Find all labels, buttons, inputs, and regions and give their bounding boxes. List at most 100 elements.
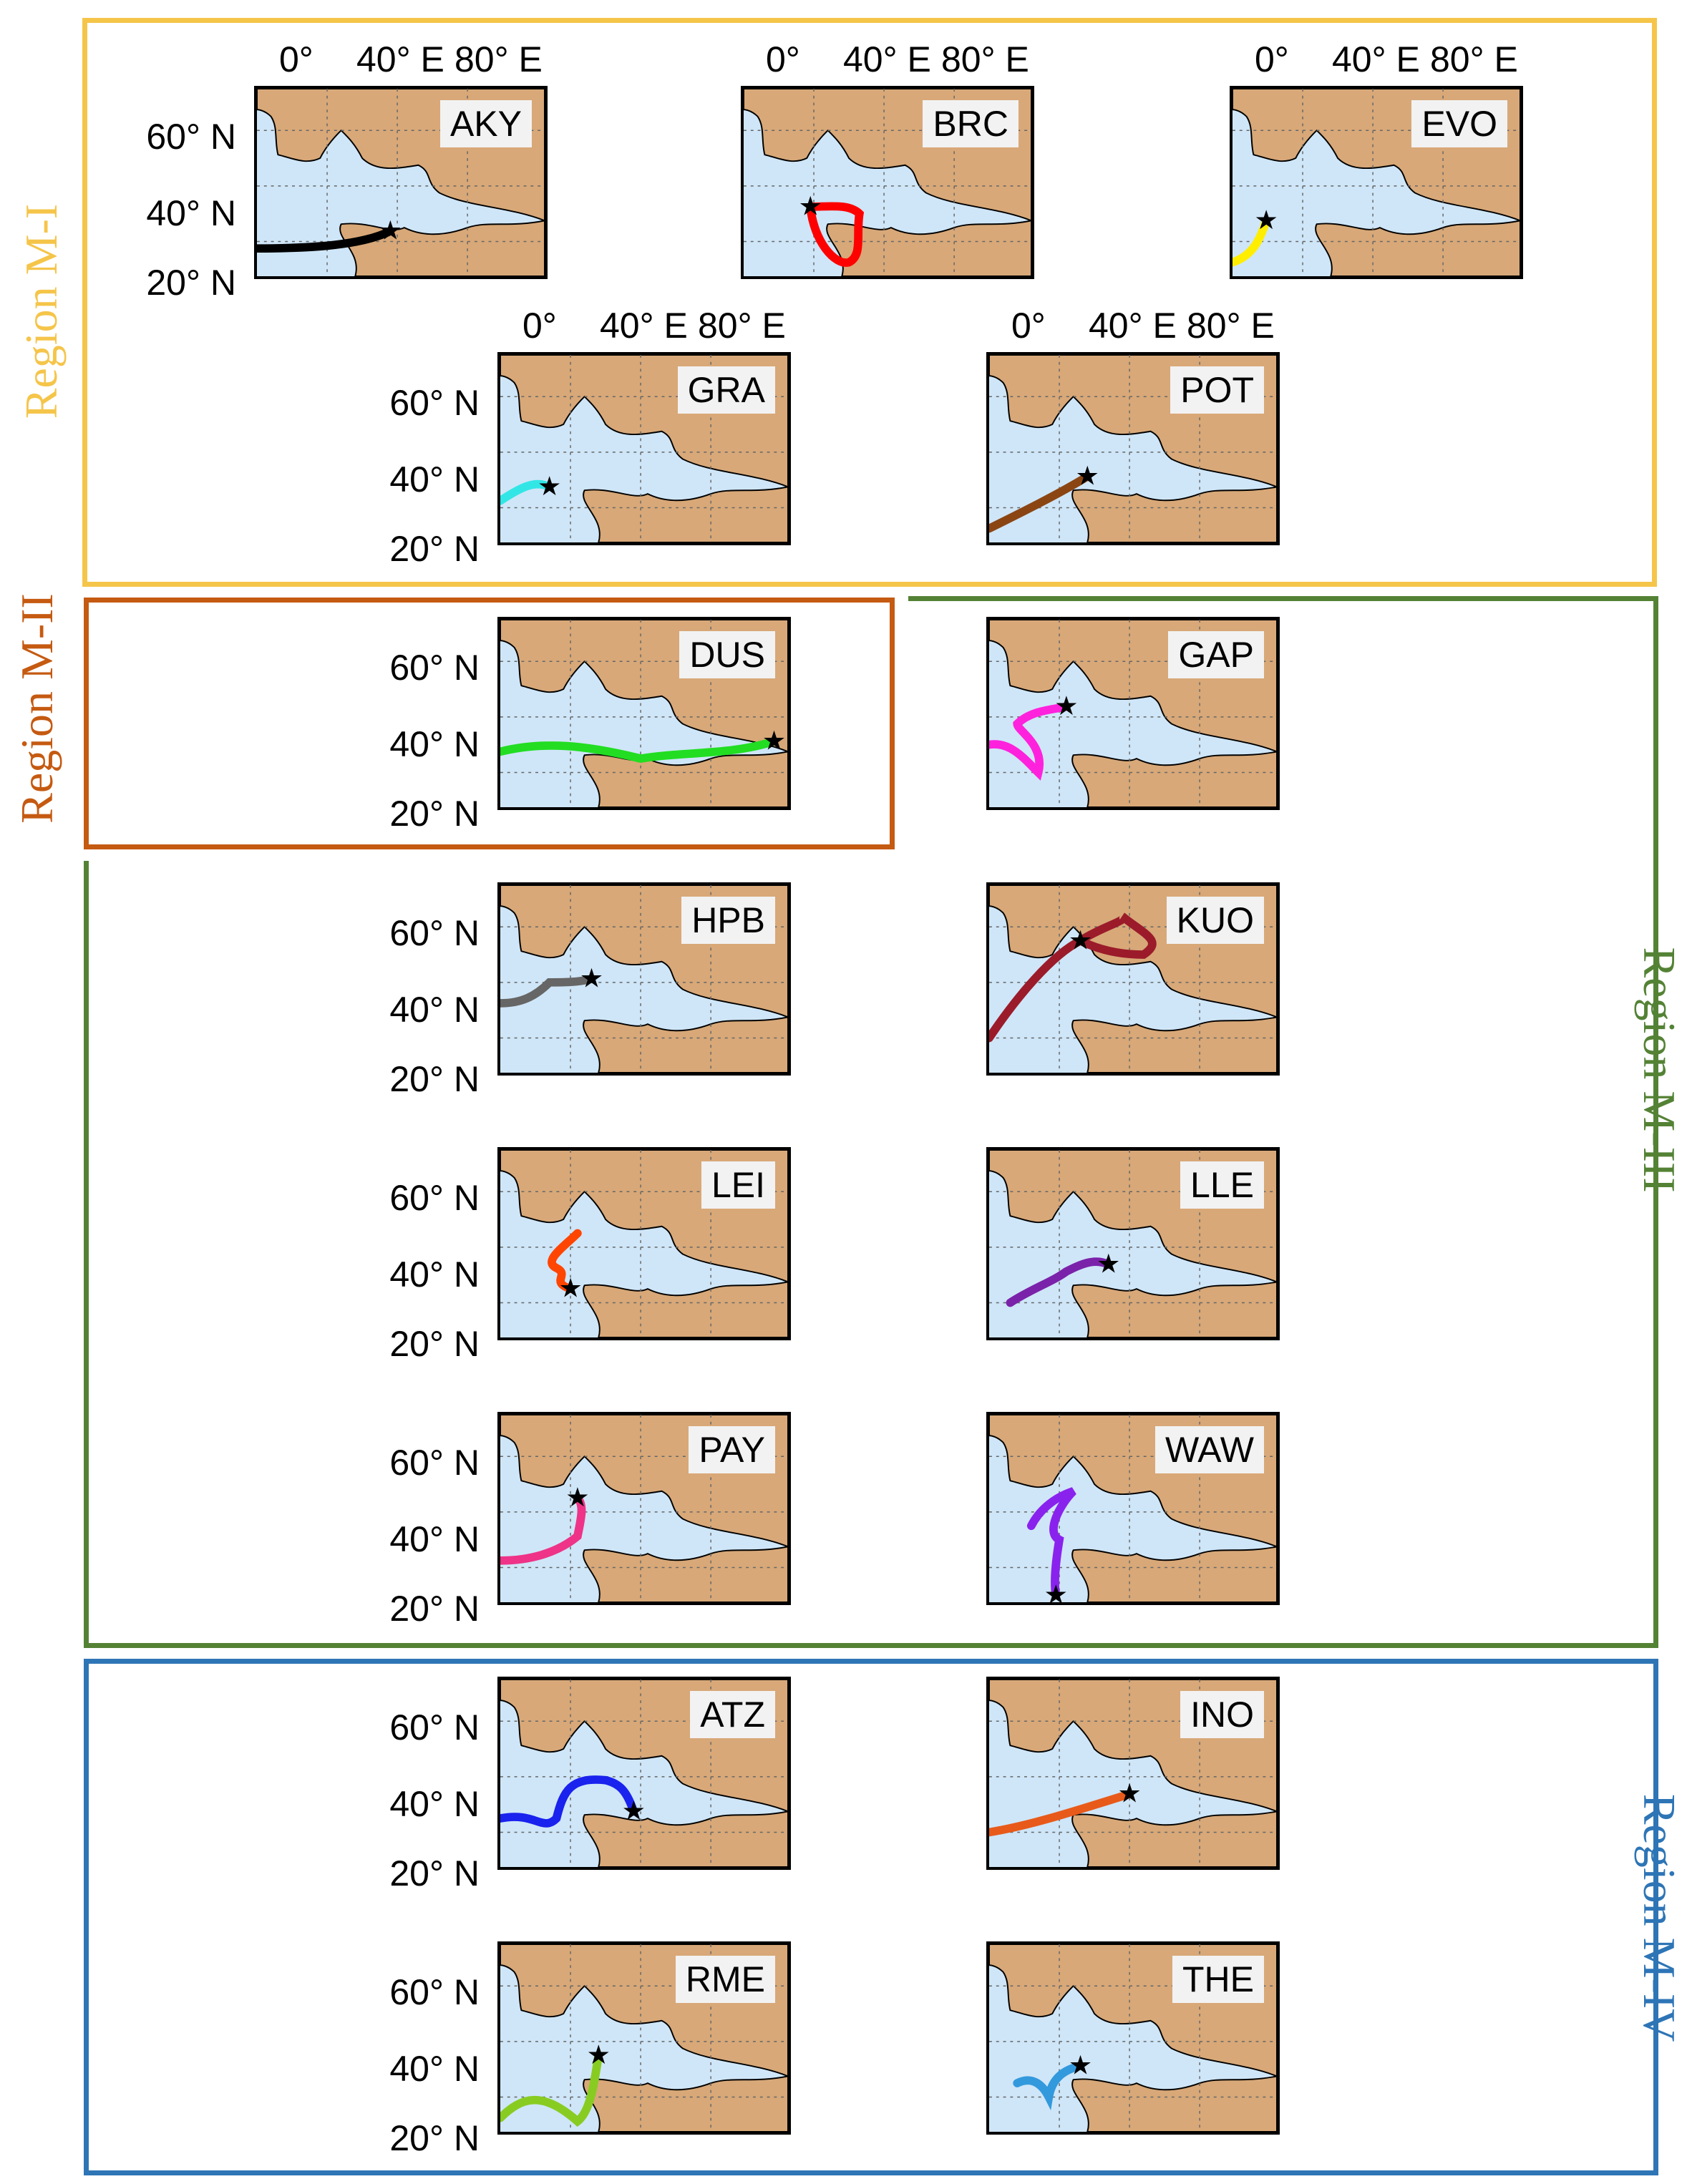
latitude-tick-label: 40° N — [146, 193, 236, 233]
station-code-label: GAP — [1168, 631, 1264, 678]
station-code-label: WAW — [1154, 1426, 1264, 1473]
station-star-icon: ★ — [565, 1482, 589, 1512]
station-star-icon: ★ — [798, 191, 822, 221]
station-code-label: LEI — [701, 1161, 775, 1209]
trajectory-line — [500, 479, 554, 505]
latitude-tick-label: 20° N — [389, 529, 480, 569]
station-star-icon: ★ — [762, 726, 786, 756]
map-panel-evo: ★ EVO — [1230, 86, 1523, 279]
map-panel-kuo: ★KUO — [986, 882, 1280, 1076]
longitude-tick-label: 0° — [1011, 306, 1046, 346]
latitude-tick-label: 40° N — [389, 990, 480, 1030]
trajectory-line — [989, 1790, 1134, 1837]
longitude-tick-label: 0° — [279, 39, 313, 79]
trajectory-line — [500, 736, 779, 764]
map-panel-atz: ★ ATZ — [497, 1677, 791, 1870]
latitude-tick-label: 60° N — [389, 1178, 480, 1218]
longitude-tick-label: 80° E — [698, 306, 786, 346]
station-code-label: ATZ — [690, 1691, 775, 1738]
trajectory-line — [500, 2051, 603, 2127]
latitude-tick-label: 40° N — [389, 1519, 480, 1559]
trajectory-line — [1026, 1487, 1076, 1600]
region-m-ii-label: Region M-II — [11, 593, 62, 824]
station-star-icon: ★ — [1054, 691, 1078, 721]
station-star-icon: ★ — [1069, 2050, 1092, 2080]
latitude-tick-label: 40° N — [389, 459, 480, 499]
region-m-i-label: Region M-I — [16, 203, 67, 419]
longitude-tick-label: 80° E — [1430, 39, 1518, 79]
trajectory-line — [989, 702, 1071, 781]
station-code-label: THE — [1172, 1956, 1264, 2003]
latitude-tick-label: 40° N — [389, 1784, 480, 1824]
station-star-icon: ★ — [587, 2039, 611, 2070]
latitude-tick-label: 60° N — [389, 1443, 480, 1483]
trajectory-line — [1006, 1257, 1113, 1307]
trajectory-line — [257, 227, 395, 253]
map-panel-lei: ★ LEI — [497, 1147, 791, 1340]
trajectory-line — [548, 1229, 582, 1293]
station-code-label: POT — [1170, 366, 1264, 414]
trajectory-line — [500, 1775, 638, 1828]
trajectory-line — [500, 1493, 586, 1565]
map-panel-waw: ★ WAW — [986, 1412, 1280, 1605]
station-code-label: AKY — [439, 100, 532, 147]
station-code-label: KUO — [1166, 897, 1264, 944]
latitude-tick-label: 60° N — [389, 1707, 480, 1747]
longitude-tick-label: 40° E — [1332, 39, 1420, 79]
station-star-icon: ★ — [1044, 1579, 1067, 1602]
latitude-tick-label: 20° N — [389, 794, 480, 834]
station-code-label: LLE — [1180, 1161, 1264, 1209]
trajectory-line — [989, 472, 1092, 533]
station-code-label: EVO — [1411, 100, 1507, 147]
trajectory-line — [1013, 2061, 1085, 2111]
latitude-tick-label: 40° N — [389, 724, 480, 764]
map-panel-pay: ★PAY — [497, 1412, 791, 1605]
longitude-tick-label: 40° E — [1089, 306, 1177, 346]
map-panel-the: ★ THE — [986, 1941, 1280, 2135]
latitude-tick-label: 20° N — [389, 1589, 480, 1629]
map-panel-rme: ★ RME — [497, 1941, 791, 2135]
trajectory-line — [1233, 216, 1270, 267]
map-panel-brc: ★ BRC — [741, 86, 1034, 279]
latitude-tick-label: 60° N — [389, 648, 480, 688]
longitude-tick-label: 0° — [522, 306, 557, 346]
station-star-icon: ★ — [580, 963, 603, 993]
longitude-tick-label: 80° E — [454, 39, 543, 79]
station-star-icon: ★ — [538, 471, 561, 501]
region-m-iv-box — [84, 1659, 1658, 2175]
latitude-tick-label: 40° N — [389, 1254, 480, 1295]
latitude-tick-label: 60° N — [389, 913, 480, 953]
map-panel-ino: ★INO — [986, 1677, 1280, 1870]
longitude-tick-label: 40° E — [600, 306, 688, 346]
latitude-tick-label: 60° N — [146, 117, 236, 157]
station-code-label: BRC — [923, 100, 1018, 147]
map-panel-hpb: ★HPB — [497, 882, 791, 1076]
station-code-label: DUS — [679, 631, 775, 678]
station-star-icon: ★ — [622, 1795, 646, 1825]
latitude-tick-label: 60° N — [389, 383, 480, 423]
latitude-tick-label: 20° N — [389, 2118, 480, 2158]
longitude-tick-label: 80° E — [941, 39, 1029, 79]
trajectory-line — [806, 202, 865, 267]
longitude-tick-label: 40° E — [356, 39, 444, 79]
map-panel-dus: ★ DUS — [497, 617, 791, 810]
latitude-tick-label: 20° N — [389, 1059, 480, 1099]
longitude-tick-label: 0° — [766, 39, 800, 79]
region-m-ii-box — [84, 598, 895, 849]
station-star-icon: ★ — [1254, 205, 1278, 235]
map-panel-pot: ★ POT — [986, 352, 1280, 545]
longitude-tick-label: 80° E — [1187, 306, 1275, 346]
longitude-tick-label: 0° — [1255, 39, 1289, 79]
region-m-iv-label: Region M-IV — [1634, 1793, 1685, 2042]
longitude-tick-label: 40° E — [843, 39, 931, 79]
station-code-label: GRA — [677, 366, 775, 414]
station-star-icon: ★ — [1097, 1249, 1120, 1279]
map-panel-gap: ★ GAP — [986, 617, 1280, 810]
station-code-label: RME — [675, 1956, 775, 2003]
station-star-icon: ★ — [1076, 461, 1099, 491]
region-m-i-box — [82, 18, 1657, 587]
map-panel-gra: ★ GRA — [497, 352, 791, 545]
station-star-icon: ★ — [558, 1273, 582, 1303]
map-panel-aky: ★ AKY — [254, 86, 548, 279]
station-star-icon: ★ — [379, 215, 402, 245]
